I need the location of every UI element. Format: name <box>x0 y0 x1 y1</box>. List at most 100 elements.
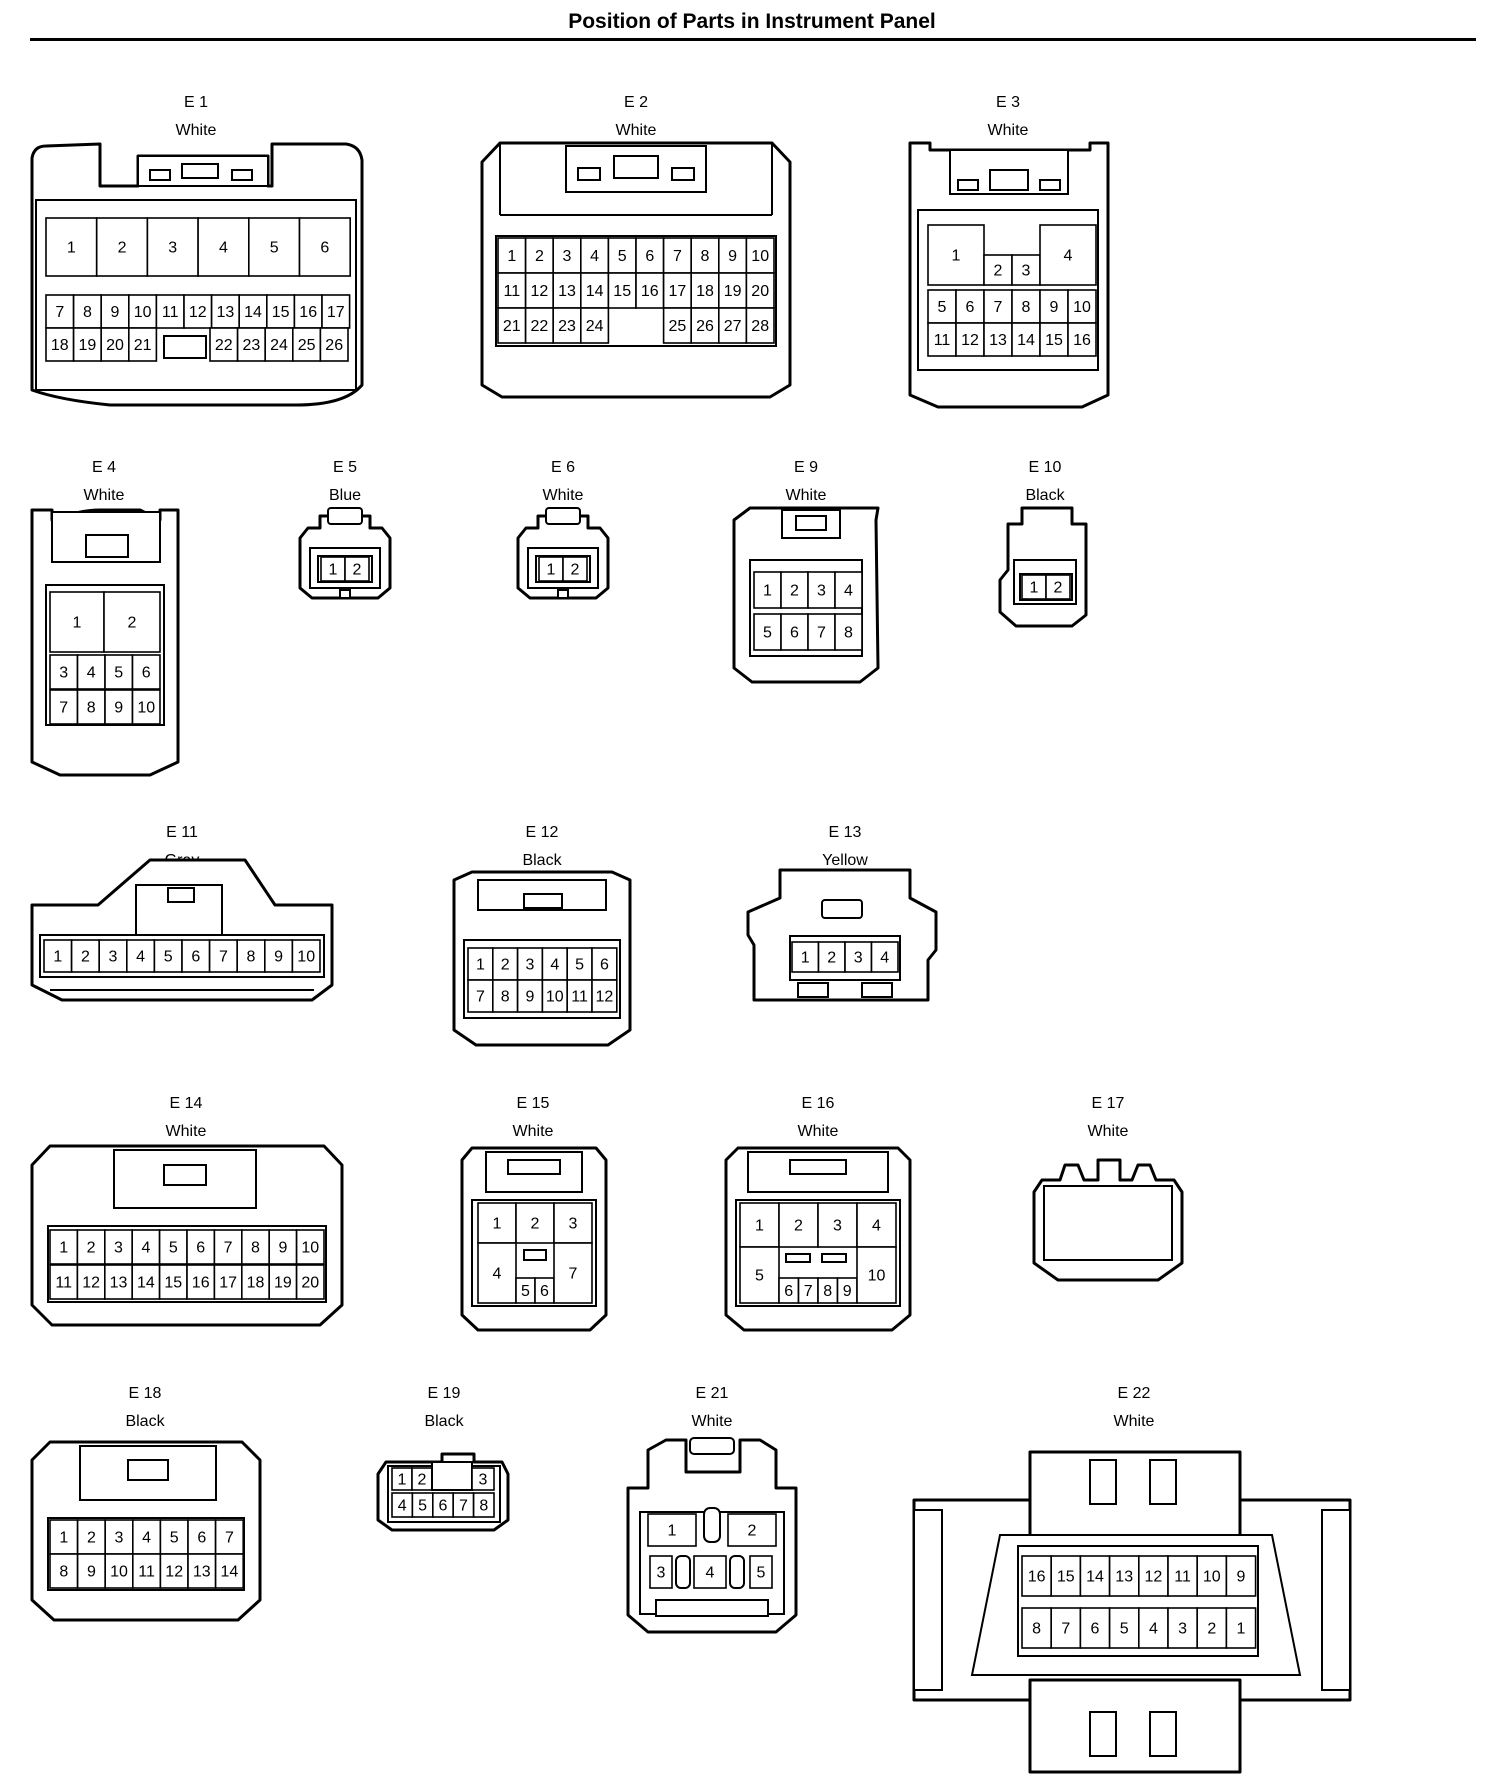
pin-cell <box>649 1555 673 1589</box>
pin-cell <box>43 939 73 973</box>
pin-number: 5 <box>521 1283 530 1300</box>
connector-color: White <box>513 1123 554 1140</box>
pin-number: 5 <box>270 240 279 257</box>
pin-cell <box>524 307 554 344</box>
housing-detail <box>85 534 129 558</box>
pin-number: 19 <box>79 337 97 354</box>
pin-number: 16 <box>1028 1569 1046 1586</box>
pin-number: 2 <box>1207 1621 1216 1638</box>
pin-number: 16 <box>1073 332 1091 349</box>
pin-cell <box>214 1553 245 1589</box>
pin-number: 6 <box>142 665 151 682</box>
pin-number: 17 <box>327 304 345 321</box>
pin-number: 2 <box>794 1218 803 1235</box>
pin-number: 1 <box>59 1240 68 1257</box>
pin-cell <box>128 327 158 362</box>
pin-cell <box>76 689 106 725</box>
pin-cell <box>76 654 106 690</box>
pin-cell <box>1108 1607 1140 1649</box>
pin-number: 3 <box>59 665 68 682</box>
housing-detail <box>577 167 601 181</box>
pin-number: 14 <box>137 1275 155 1292</box>
connector-code: E 17 <box>1092 1095 1125 1112</box>
pin-number: 9 <box>1050 299 1059 316</box>
latch <box>339 589 351 599</box>
latch <box>675 1555 691 1589</box>
pin-number: 1 <box>668 1523 677 1540</box>
side-tab <box>1321 1509 1351 1691</box>
pin-number: 2 <box>81 949 90 966</box>
pin-cell <box>1196 1555 1228 1597</box>
pin-number: 20 <box>106 337 124 354</box>
pin-number: 8 <box>247 949 256 966</box>
pin-number: 8 <box>1022 299 1031 316</box>
pin-cell <box>95 217 149 277</box>
pin-cell <box>472 1492 495 1518</box>
pin-cell <box>497 307 527 344</box>
pin-cell <box>295 1229 325 1265</box>
pin-number: 10 <box>751 248 769 265</box>
pin-number: 18 <box>696 283 714 300</box>
pin-number: 10 <box>110 1564 128 1581</box>
pin-number: 2 <box>501 957 510 974</box>
pin-number: 2 <box>571 562 580 579</box>
pin-number: 6 <box>197 1530 206 1547</box>
pin-number: 5 <box>170 1530 179 1547</box>
pin-number: 13 <box>217 304 235 321</box>
pin-cell <box>566 947 593 981</box>
pin-cell <box>635 272 665 309</box>
pin-number: 9 <box>843 1283 852 1300</box>
housing-detail <box>861 982 893 998</box>
pin-cell <box>491 947 519 981</box>
pin-number: 5 <box>575 957 584 974</box>
pin-frame <box>1043 1185 1173 1261</box>
connector-e17: E 17White123456 <box>1032 1095 1184 1282</box>
pin-number: 12 <box>961 332 979 349</box>
pin-number: 16 <box>299 304 317 321</box>
pin-number: 1 <box>801 950 810 967</box>
pin-cell <box>553 1242 593 1304</box>
connector-color: White <box>543 487 584 504</box>
latch <box>523 1249 547 1261</box>
pin-cell <box>647 1513 697 1547</box>
pin-cell <box>263 939 294 973</box>
pin-number: 2 <box>353 562 362 579</box>
pin-number: 9 <box>114 700 123 717</box>
pin-number: 10 <box>134 304 152 321</box>
pin-cell <box>553 1202 593 1244</box>
latch <box>1149 1459 1177 1505</box>
pin-number: 3 <box>657 1565 666 1582</box>
pin-cell <box>780 613 809 651</box>
pin-cell <box>208 939 239 973</box>
connector-code: E 5 <box>333 459 357 476</box>
pin-number: 18 <box>247 1275 265 1292</box>
pin-number: 4 <box>136 949 145 966</box>
pin-cell <box>727 1513 777 1547</box>
pin-number: 15 <box>272 304 290 321</box>
pin-number: 10 <box>137 700 155 717</box>
side-tab <box>913 1509 943 1691</box>
pin-number: 12 <box>165 1564 183 1581</box>
pin-number: 8 <box>823 1283 832 1300</box>
pin-cell <box>197 217 250 277</box>
pin-number: 5 <box>418 1498 427 1515</box>
pin-cell <box>1021 1607 1053 1649</box>
pin-number: 6 <box>320 240 329 257</box>
pin-number: 3 <box>817 583 826 600</box>
housing-detail <box>613 155 659 179</box>
pin-cell <box>104 1229 134 1265</box>
pin-cell <box>268 1264 298 1300</box>
pin-number: 5 <box>114 665 123 682</box>
pin-cell <box>1108 1555 1140 1597</box>
pin-cell <box>780 571 809 609</box>
pin-number: 20 <box>301 1275 319 1292</box>
pin-cell <box>132 1553 162 1589</box>
pin-number: 17 <box>669 283 687 300</box>
